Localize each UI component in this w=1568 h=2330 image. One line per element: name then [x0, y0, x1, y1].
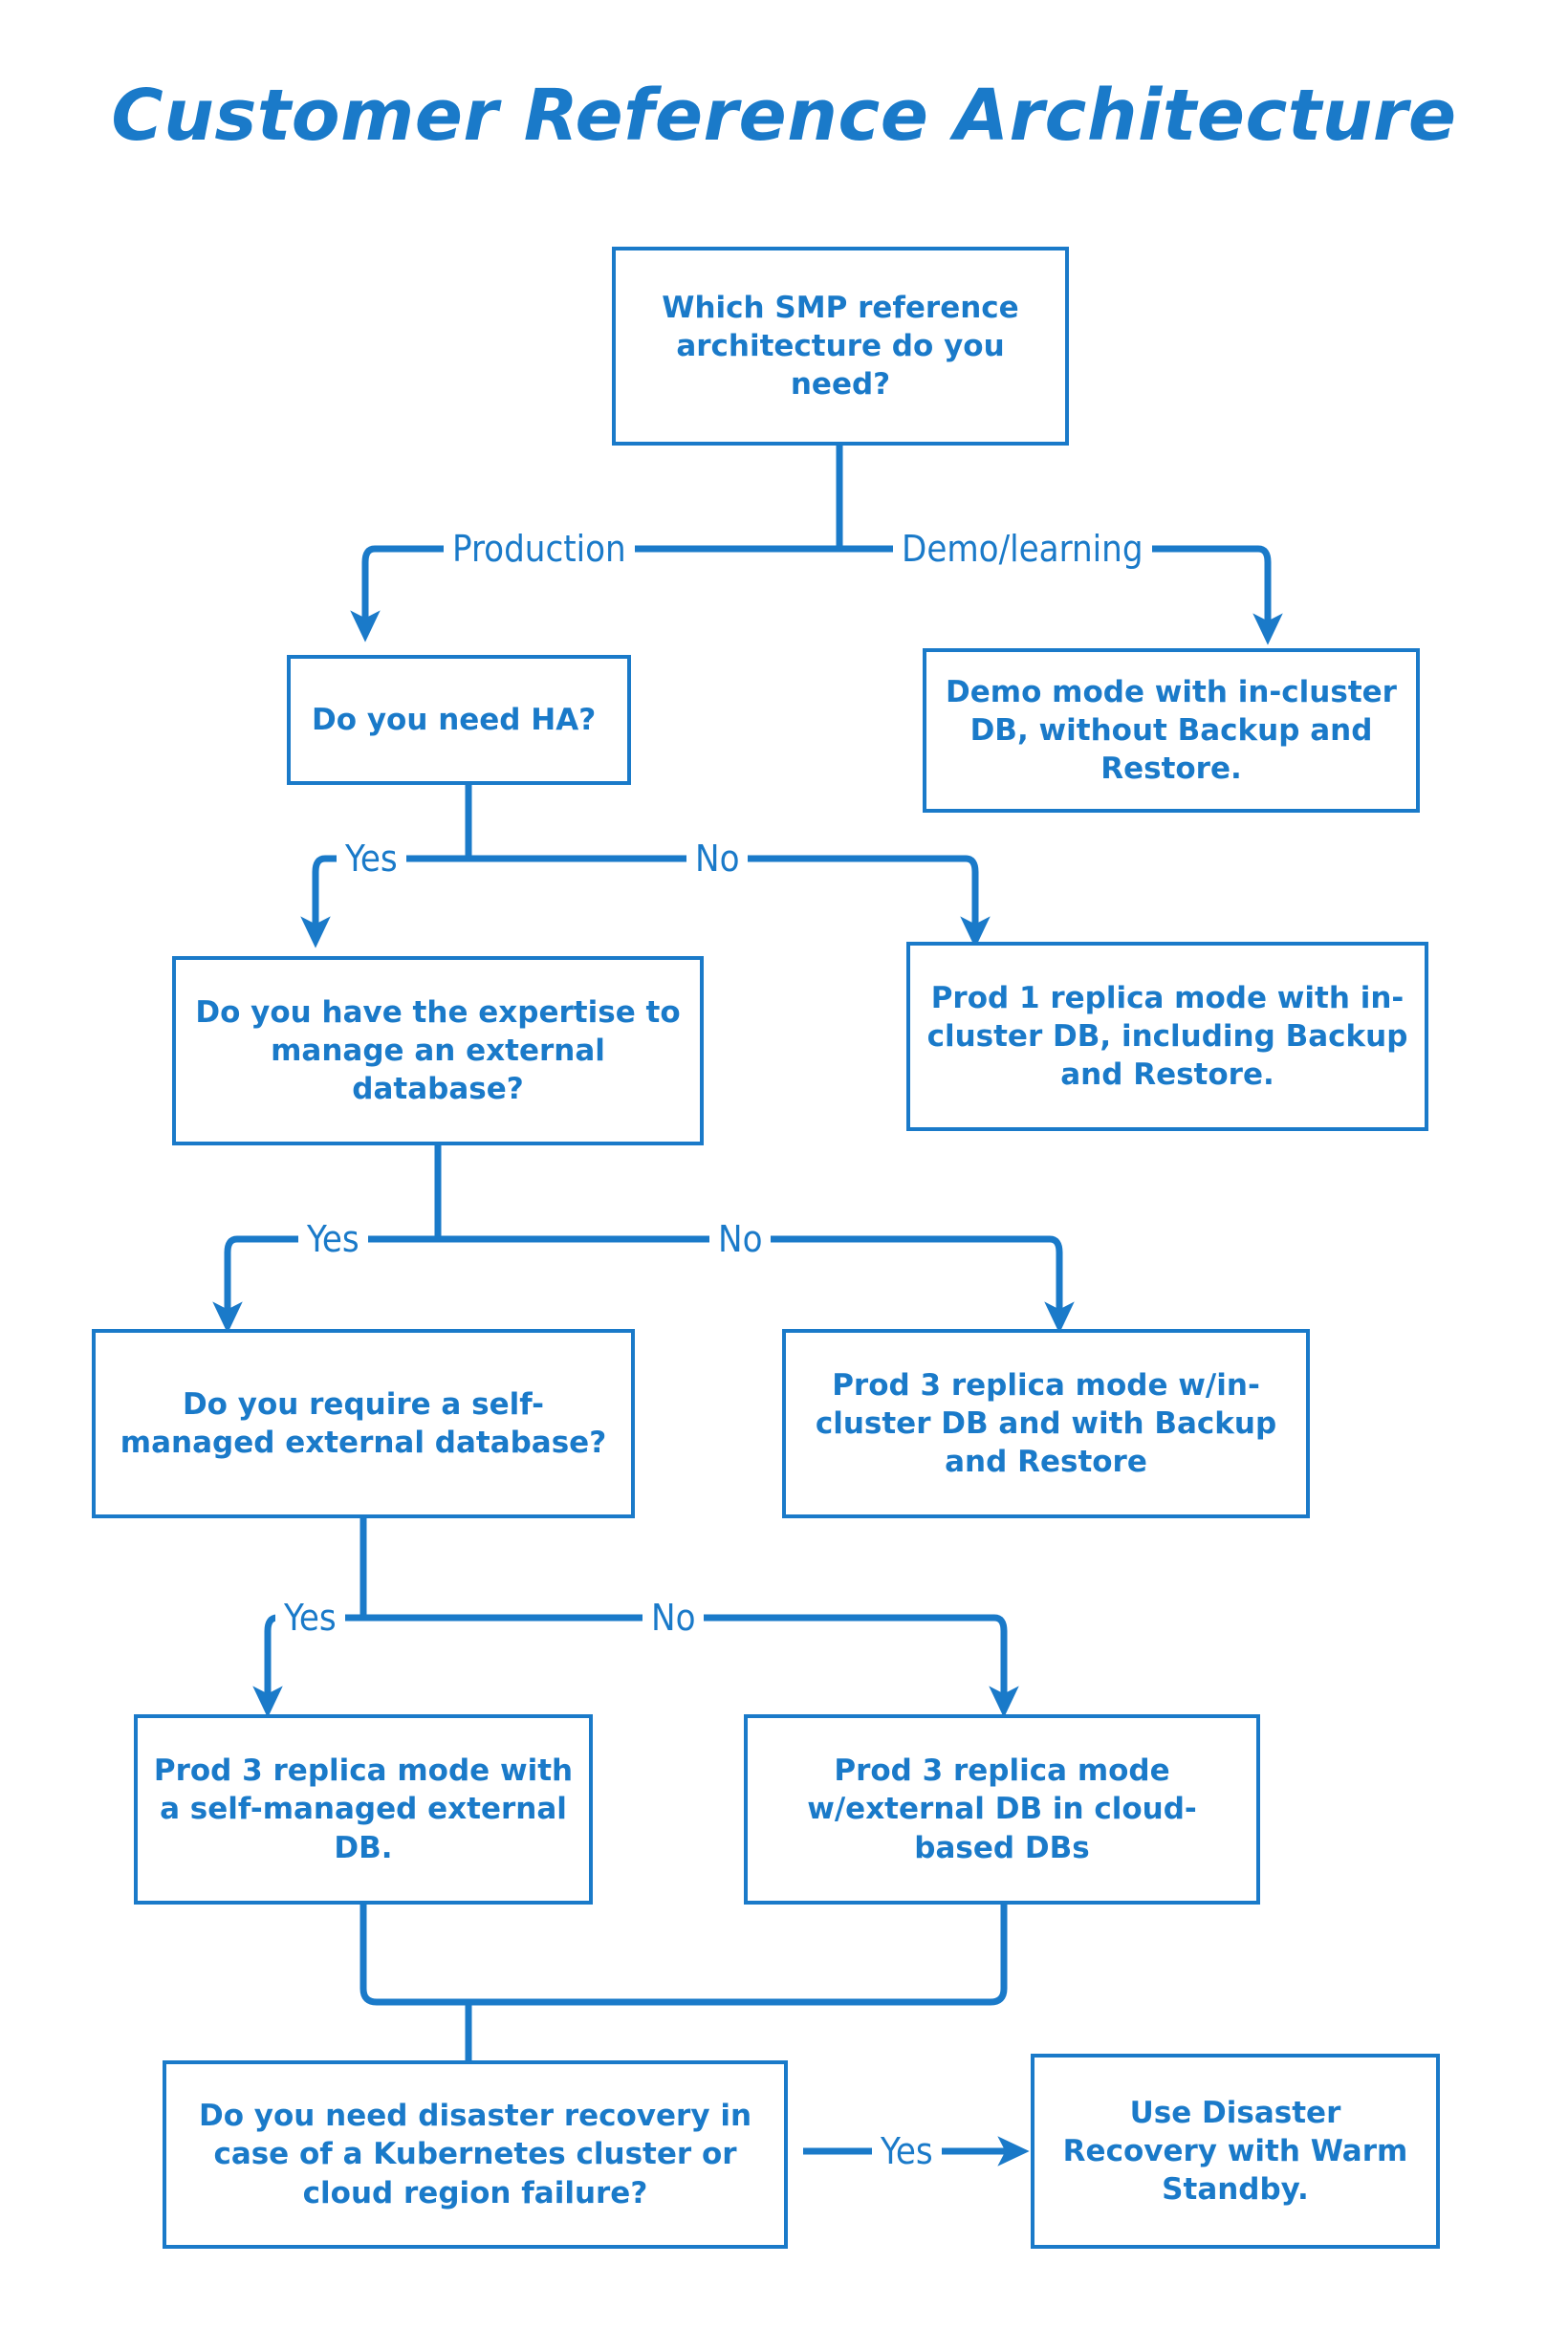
node-prod-3-replica-cloud-db[interactable]: Prod 3 replica mode w/external DB in clo…	[744, 1714, 1260, 1905]
node-do-you-need-ha[interactable]: Do you need HA?	[287, 655, 631, 785]
node-prod-1-replica-mode[interactable]: Prod 1 replica mode with in-cluster DB, …	[906, 942, 1428, 1131]
edge-merge-left	[359, 1905, 468, 2006]
node-label: Which SMP reference architecture do you …	[662, 290, 1019, 403]
edge-merge-right	[468, 1905, 1008, 2006]
node-which-smp-reference-architecture[interactable]: Which SMP reference architecture do you …	[612, 247, 1069, 446]
edge-label-dr-yes: Yes	[872, 2133, 942, 2169]
node-label: Do you have the expertise to manage an e…	[195, 994, 681, 1107]
node-label: Prod 3 replica mode w/external DB in clo…	[807, 1753, 1197, 1865]
node-demo-mode[interactable]: Demo mode with in-cluster DB, without Ba…	[923, 648, 1420, 813]
edge-label-selfmanaged-yes: Yes	[275, 1600, 345, 1636]
node-do-you-have-expertise[interactable]: Do you have the expertise to manage an e…	[172, 956, 704, 1145]
edge-label-ha-no: No	[686, 840, 749, 877]
edge-label-production: Production	[444, 531, 635, 567]
edge-label-expertise-no: No	[709, 1221, 772, 1257]
node-label: Demo mode with in-cluster DB, without Ba…	[946, 674, 1397, 787]
node-label: Prod 3 replica mode with a self-managed …	[153, 1753, 574, 1865]
node-prod-3-replica-in-cluster[interactable]: Prod 3 replica mode w/in-cluster DB and …	[782, 1329, 1310, 1518]
page-title: Customer Reference Architecture	[111, 75, 1457, 157]
node-label: Prod 1 replica mode with in-cluster DB, …	[926, 980, 1408, 1093]
node-do-you-require-self-managed-db[interactable]: Do you require a self-managed external d…	[92, 1329, 635, 1518]
node-label: Do you need disaster recovery in case of…	[198, 2099, 752, 2210]
node-label: Prod 3 replica mode w/in-cluster DB and …	[815, 1367, 1277, 1480]
edge-label-demo-learning: Demo/learning	[893, 531, 1152, 567]
edge-label-ha-yes: Yes	[337, 840, 406, 877]
node-do-you-need-disaster-recovery[interactable]: Do you need disaster recovery in case of…	[163, 2060, 788, 2249]
node-use-disaster-recovery-warm-standby[interactable]: Use Disaster Recovery with Warm Standby.	[1031, 2054, 1440, 2249]
node-prod-3-replica-self-managed[interactable]: Prod 3 replica mode with a self-managed …	[134, 1714, 593, 1905]
node-label: Do you require a self-managed external d…	[120, 1386, 607, 1460]
node-label: Do you need HA?	[312, 702, 597, 737]
edge-label-selfmanaged-no: No	[642, 1600, 705, 1636]
node-label: Use Disaster Recovery with Warm Standby.	[1062, 2095, 1408, 2208]
edge-label-expertise-yes: Yes	[298, 1221, 368, 1257]
